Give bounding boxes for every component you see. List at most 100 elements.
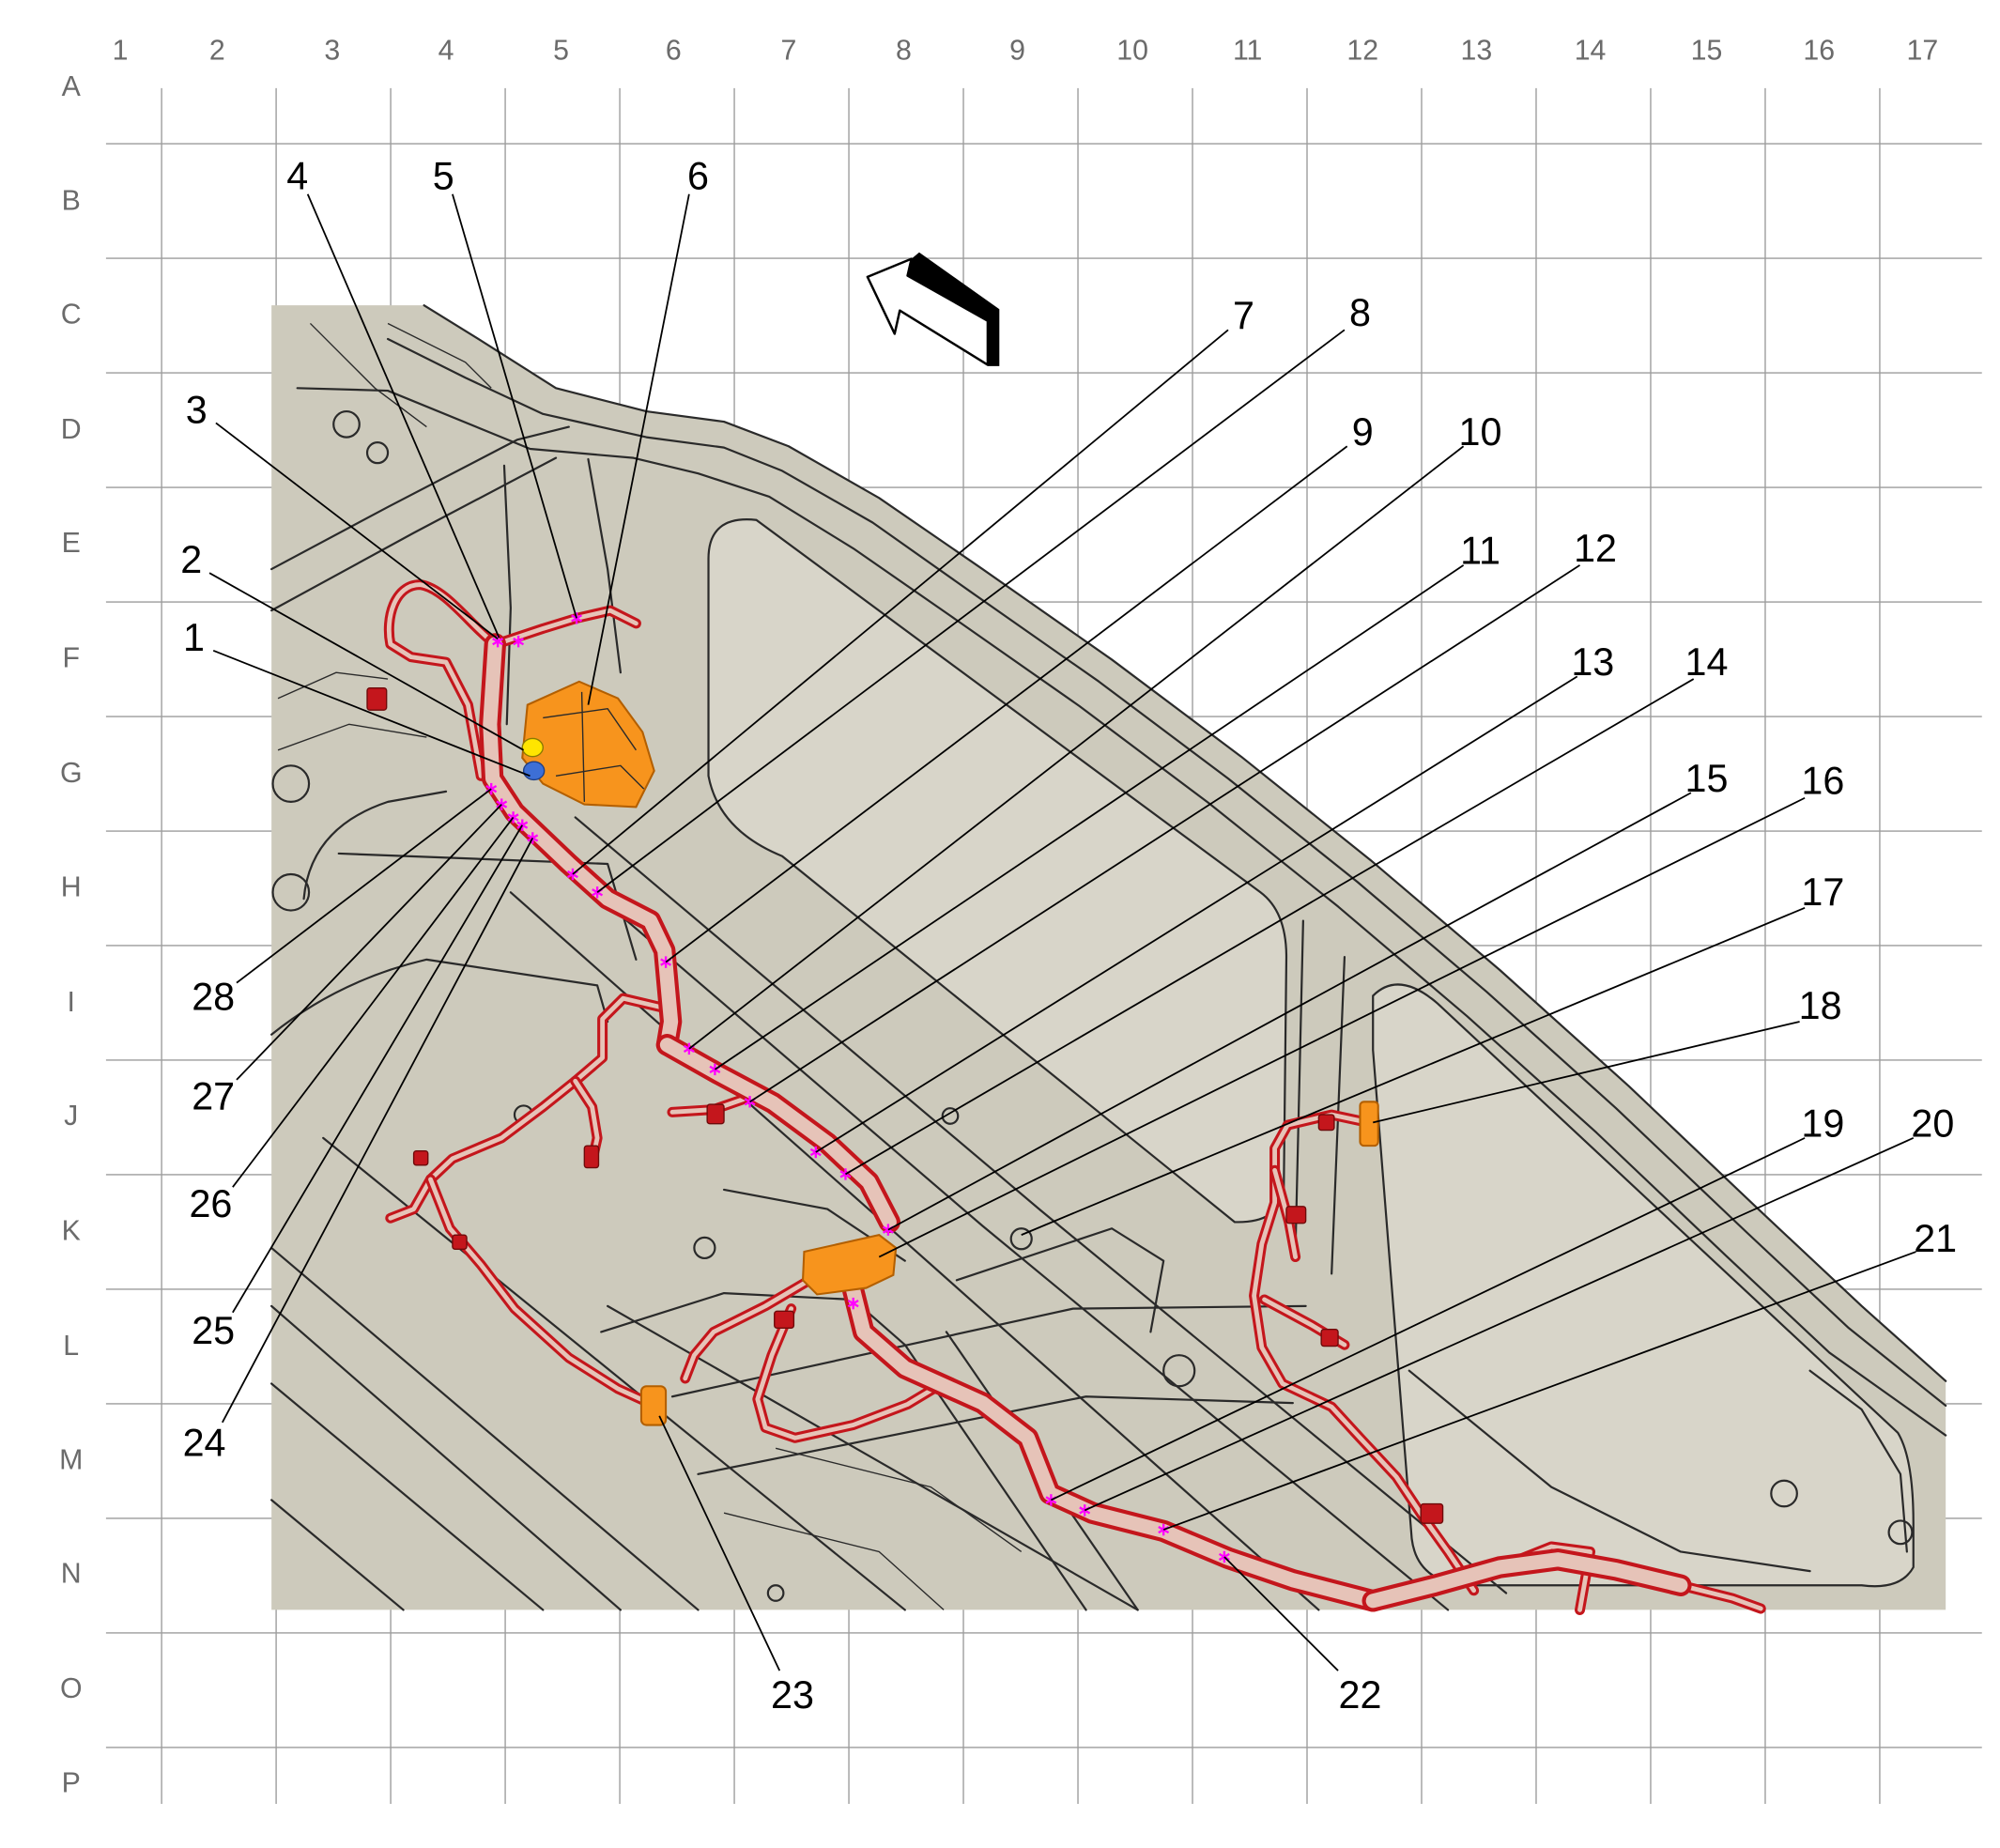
harness-core: [483, 637, 679, 1053]
splice-marker-stroke: [1045, 1496, 1057, 1504]
floor-line: [322, 1136, 906, 1611]
row-label: F: [62, 643, 79, 674]
callout-leader-11: [714, 564, 1465, 1070]
harness-connector: [583, 1145, 600, 1169]
callout-label-27: 27: [192, 1075, 235, 1118]
splice-marker-stroke: [1218, 1552, 1230, 1562]
harness-core: [388, 995, 669, 1221]
splice-marker-icon: [1218, 1550, 1230, 1563]
wiring-harness-branch: [1249, 1109, 1480, 1596]
pillar-line: [587, 457, 622, 674]
row-label: H: [61, 871, 82, 902]
detail-line: [723, 1512, 945, 1610]
wiring-harness-trunk: [655, 1034, 900, 1234]
callout-leader-20: [1084, 1137, 1915, 1512]
column-label: 7: [780, 36, 796, 67]
row-label: D: [61, 414, 82, 445]
harness-core: [659, 1038, 897, 1229]
callout-leader-7: [572, 329, 1229, 875]
callout-leader-18: [1373, 1021, 1800, 1124]
callout-label-3: 3: [186, 388, 208, 431]
row-label: K: [62, 1216, 81, 1247]
front-header-line: [270, 425, 570, 571]
callout-label-13: 13: [1571, 640, 1614, 684]
harness-core: [846, 1283, 1380, 1609]
roof-rail-line: [386, 337, 1947, 1407]
wiring-harness-branch: [680, 1274, 815, 1384]
callout-leader-2: [208, 572, 525, 751]
row-label: E: [62, 528, 81, 559]
harness-core: [1365, 1552, 1688, 1609]
column-label: 10: [1116, 36, 1148, 67]
column-label: 11: [1233, 36, 1262, 67]
harness-connector: [366, 687, 388, 711]
bolt-hole: [693, 1236, 716, 1260]
column-label: 4: [438, 36, 454, 67]
column-label: 6: [666, 36, 682, 67]
row-label: O: [60, 1673, 83, 1704]
column-label: 13: [1461, 36, 1493, 67]
callout-leader-8: [596, 329, 1346, 893]
row-label: G: [60, 758, 83, 789]
callout-leader-9: [665, 445, 1348, 963]
callout-label-25: 25: [192, 1309, 235, 1352]
splice-marker-stroke: [513, 638, 525, 646]
harness-core: [683, 1277, 812, 1381]
callout-label-5: 5: [433, 154, 454, 197]
bolt-hole: [365, 441, 390, 465]
callout-label-10: 10: [1459, 410, 1502, 454]
callout-label-17: 17: [1801, 870, 1844, 914]
quarter-trim-line: [337, 852, 638, 961]
row-label: I: [68, 987, 75, 1018]
front-header-line: [270, 456, 558, 612]
callout-leaders: [208, 193, 1916, 1671]
detail-line: [277, 723, 427, 751]
pillar-connector: [1359, 1101, 1379, 1147]
callout-leader-6: [587, 193, 690, 705]
callout-label-14: 14: [1685, 640, 1728, 684]
rear-structure-line: [1808, 1369, 1908, 1553]
roof-rail-line: [296, 387, 1947, 1437]
callout-label-12: 12: [1574, 527, 1617, 570]
harness-connector: [1285, 1206, 1307, 1224]
bolt-hole: [1887, 1519, 1914, 1546]
callout-label-16: 16: [1801, 760, 1844, 803]
callout-leader-25: [232, 824, 524, 1314]
harness-connector: [1317, 1114, 1335, 1132]
cross-member-line: [697, 1395, 1294, 1475]
callout-leader-21: [1162, 1251, 1916, 1531]
callout-label-23: 23: [771, 1673, 814, 1717]
harness-core: [428, 1177, 649, 1405]
direction-arrow-face: [866, 257, 990, 366]
callout-label-9: 9: [1352, 410, 1374, 454]
splice-marker-stroke: [847, 1299, 859, 1308]
callout-leader-26: [232, 816, 515, 1188]
floor-line: [270, 1304, 622, 1611]
bolt-hole: [941, 1107, 960, 1125]
harness-connector: [412, 1149, 429, 1166]
bolt-hole: [332, 409, 361, 439]
splice-marker-icon: [492, 635, 504, 648]
floor-panel-line: [955, 1227, 1165, 1333]
callout-label-20: 20: [1911, 1101, 1954, 1145]
direction-arrow-icon: [866, 252, 1000, 366]
callout-leader-15: [887, 792, 1692, 1231]
splice-marker-icon: [847, 1297, 859, 1310]
column-label: 12: [1346, 36, 1378, 67]
splice-marker-icon: [513, 635, 525, 648]
floor-connector: [639, 1385, 668, 1426]
column-label: 5: [553, 36, 569, 67]
cross-member-line: [670, 1304, 1307, 1398]
detail-line: [309, 322, 427, 428]
quarter-trim-line: [270, 958, 609, 1036]
floor-line: [270, 1382, 545, 1611]
wiring-harness-branch: [1675, 1579, 1766, 1614]
callout-leader-13: [815, 675, 1578, 1153]
callout-leader-4: [306, 193, 500, 639]
callout-label-28: 28: [192, 976, 235, 1019]
callout-leader-23: [658, 1415, 781, 1671]
callout-label-11: 11: [1460, 530, 1500, 573]
callout-leader-10: [688, 445, 1465, 1050]
